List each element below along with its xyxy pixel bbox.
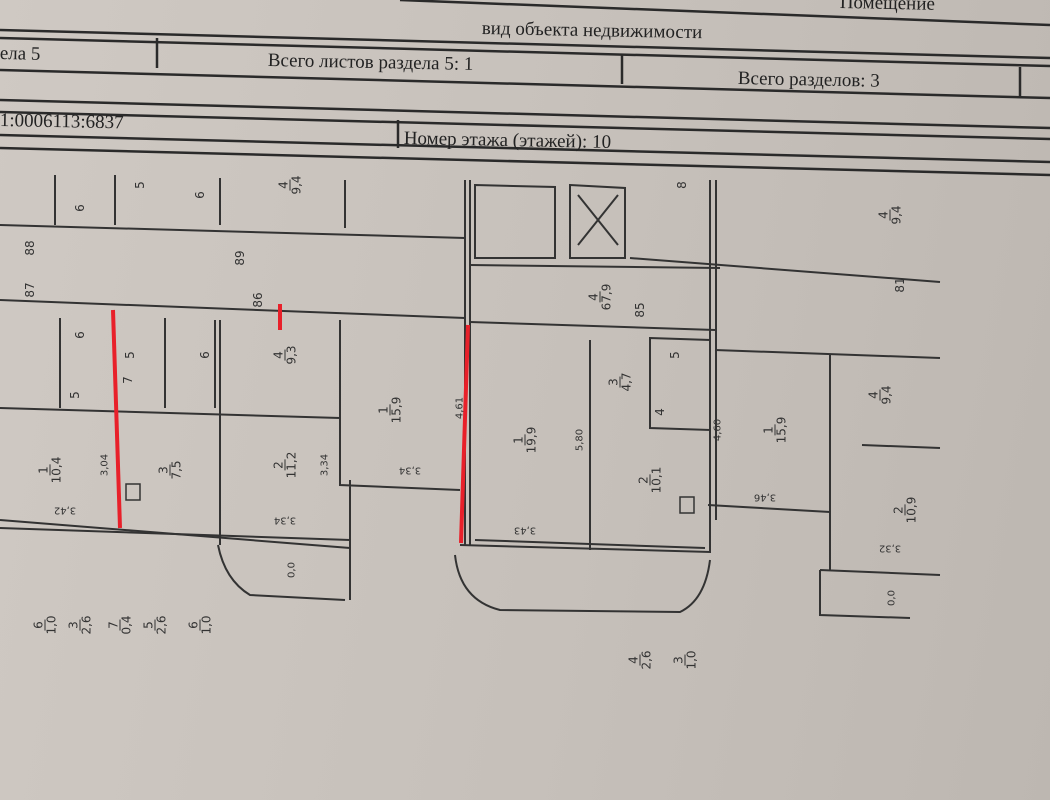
fixture-room-number: 4 <box>653 408 667 416</box>
room-area: 9,4 <box>289 175 304 195</box>
room-area: 10,9 <box>904 496 919 524</box>
room-area: 15,9 <box>774 416 789 444</box>
apartment-number: 89 <box>233 250 247 266</box>
sections-total: Всего разделов: 3 <box>737 68 881 92</box>
dimension-label: 3,43 <box>513 524 537 536</box>
fixture-room-number: 5 <box>123 351 137 359</box>
dimension-label: 3,34 <box>319 453 331 477</box>
sheets-total: Всего листов раздела 5: 1 <box>267 50 474 75</box>
stove-icon <box>125 483 141 501</box>
dimension-label: 4,60 <box>712 418 724 442</box>
room-area: 2,6 <box>154 615 169 635</box>
dimension-label: 5,80 <box>574 428 586 452</box>
room-area: 1,0 <box>684 650 699 670</box>
apartment-number: 86 <box>251 292 265 308</box>
dimension-label: 3,34 <box>398 464 422 476</box>
dimension-label: 3,04 <box>99 453 111 477</box>
apartment-number: 85 <box>633 302 647 318</box>
room-area: 10,4 <box>49 456 64 484</box>
room-area: 7,5 <box>169 460 184 480</box>
dimension-label: 3,46 <box>753 491 777 503</box>
fixture-room-number: 6 <box>73 204 87 212</box>
header-table-lines <box>0 0 1050 177</box>
apartment-number: 88 <box>23 240 37 256</box>
walls <box>0 175 941 619</box>
cadastral-number: 1:0006113:6837 <box>0 110 124 134</box>
room-area: 0,4 <box>119 615 134 635</box>
apartment-number: 87 <box>23 282 37 298</box>
fixture-room-number: 5 <box>668 351 682 359</box>
red-markup-lines <box>111 304 470 544</box>
fixture-room-number: 5 <box>133 181 147 189</box>
room-area: 4,7 <box>619 372 634 392</box>
dimension-label: 0,0 <box>886 590 898 606</box>
dimension-label: 0,0 <box>286 562 298 578</box>
fixture-room-number: 5 <box>68 391 82 399</box>
room-area: 9,4 <box>879 385 894 405</box>
section-label: ела 5 <box>0 43 41 65</box>
apartment-number: 8 <box>675 181 689 189</box>
dimension-label: 4,61 <box>454 396 466 420</box>
fixture-room-number: 6 <box>193 191 207 199</box>
room-area: 1,0 <box>199 615 214 635</box>
dimension-label: 3,42 <box>53 504 77 516</box>
room-area: 2,6 <box>639 650 654 670</box>
room-area: 9,4 <box>889 205 904 225</box>
room-area: 1,0 <box>44 615 59 635</box>
room-area: 67,9 <box>599 283 614 311</box>
room-area: 15,9 <box>389 396 404 424</box>
red-markup-line <box>459 324 470 544</box>
red-markup-line <box>111 309 122 529</box>
room-area: 2,6 <box>79 615 94 635</box>
fixture-room-number: 6 <box>73 331 87 339</box>
fixture-room-number: 7 <box>121 376 135 384</box>
apartment-number: 81 <box>893 277 907 293</box>
object-type-caption: вид объекта недвижимости <box>481 18 703 44</box>
room-area: 10,1 <box>649 466 664 494</box>
room-area: 9,3 <box>284 345 299 365</box>
floor-number: Номер этажа (этажей): 10 <box>403 128 612 153</box>
room-area: 19,9 <box>524 426 539 454</box>
room-area: 11,2 <box>284 451 299 479</box>
fixture-room-number: 6 <box>198 351 212 359</box>
object-type-value: Помещение <box>839 0 936 15</box>
dimension-label: 3,32 <box>878 542 902 554</box>
stove-icon <box>679 496 695 514</box>
stove-icons <box>125 483 695 514</box>
dimension-label: 3,34 <box>273 514 297 526</box>
